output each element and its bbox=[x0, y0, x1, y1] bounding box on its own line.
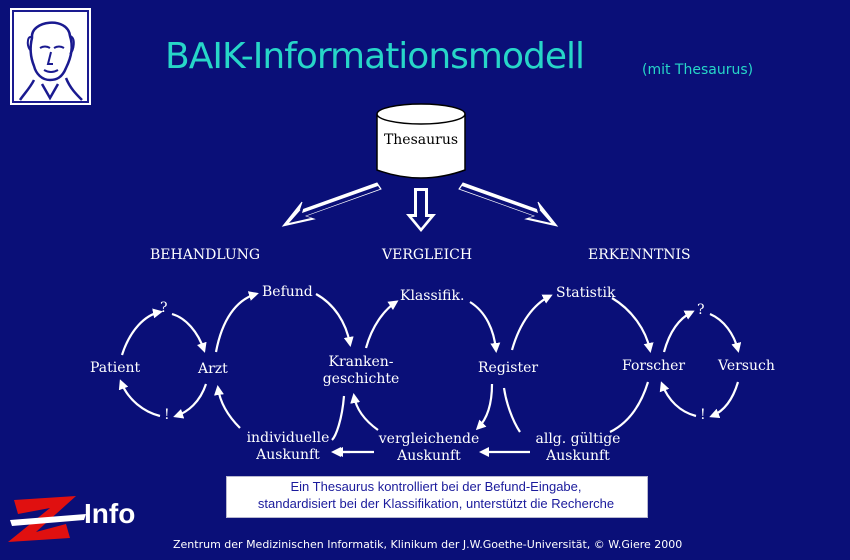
node-vergleichende-auskunft: vergleichende Auskunft bbox=[374, 431, 484, 465]
arc-exclamation-right-to-forscher bbox=[659, 381, 697, 418]
arc-register-to-vergleichende bbox=[475, 383, 494, 431]
allg-line2: Auskunft bbox=[546, 448, 610, 464]
question-mark-left: ? bbox=[160, 300, 168, 316]
arc-statistik-to-forscher bbox=[611, 297, 654, 353]
note-text: Ein Thesaurus kontrolliert bei der Befun… bbox=[226, 478, 646, 512]
node-arzt: Arzt bbox=[198, 361, 228, 377]
arc-arzt-to-exclamation bbox=[173, 383, 208, 419]
vergleichende-line2: Auskunft bbox=[397, 448, 461, 464]
node-klassifik: Klassifik. bbox=[400, 288, 465, 304]
category-erkenntnis: ERKENNTNIS bbox=[588, 247, 691, 263]
node-patient: Patient bbox=[90, 360, 141, 376]
arc-versuch-to-exclamation-right bbox=[709, 381, 740, 419]
node-krankengeschichte: Kranken- geschichte bbox=[318, 354, 404, 388]
arc-exclamation-to-patient bbox=[118, 379, 161, 418]
individuelle-line1: individuelle bbox=[246, 430, 330, 446]
portrait-icon bbox=[12, 10, 89, 103]
exclamation-mark-right: ! bbox=[700, 407, 706, 423]
note-line1: Ein Thesaurus kontrolliert bei der Befun… bbox=[290, 479, 582, 494]
arc-patient-to-arzt-top bbox=[120, 308, 163, 356]
arc-register-to-statistik bbox=[510, 294, 553, 351]
category-behandlung: BEHANDLUNG bbox=[150, 247, 261, 263]
thesaurus-arrow-down bbox=[406, 188, 436, 232]
krankengeschichte-line2: geschichte bbox=[322, 371, 400, 387]
arc-krankengeschichte-to-individuelle bbox=[331, 395, 346, 441]
arc-befund-to-krankengeschichte bbox=[315, 293, 354, 347]
page-title: BAIK-Informationsmodell bbox=[165, 36, 585, 77]
goethe-portrait-logo bbox=[10, 8, 91, 105]
vergleichende-line1: vergleichende bbox=[378, 431, 480, 447]
node-allg-gueltige-auskunft: allg. gültige Auskunft bbox=[528, 431, 628, 465]
thesaurus-label: Thesaurus bbox=[383, 132, 459, 148]
allg-line1: allg. gültige bbox=[535, 431, 621, 447]
node-befund: Befund bbox=[262, 284, 313, 300]
arc-individuelle-to-arzt bbox=[214, 385, 241, 429]
exclamation-mark-left: ! bbox=[164, 407, 170, 423]
node-statistik: Statistik bbox=[556, 285, 616, 301]
arc-forscher-to-allg bbox=[609, 381, 650, 433]
arc-krankengeschichte-to-klassifik bbox=[364, 300, 399, 349]
arc-q-right-to-versuch bbox=[709, 312, 742, 353]
zinfo-z-icon bbox=[8, 496, 86, 542]
note-line2: standardisiert bei der Klassifikation, u… bbox=[257, 496, 615, 511]
node-versuch: Versuch bbox=[718, 358, 775, 374]
zinfo-text: Info bbox=[84, 498, 136, 529]
arc-vergleichende-to-krankengeschichte bbox=[350, 393, 379, 431]
arc-q-to-arzt bbox=[171, 312, 207, 353]
thesaurus-database bbox=[376, 103, 466, 179]
arc-klassifik-to-register bbox=[469, 301, 501, 353]
page-subtitle: (mit Thesaurus) bbox=[642, 62, 754, 78]
node-forscher: Forscher bbox=[622, 358, 686, 374]
arc-forscher-to-q-right bbox=[662, 310, 695, 353]
thesaurus-arrow-left bbox=[281, 182, 382, 227]
category-vergleich: VERGLEICH bbox=[382, 247, 473, 263]
node-individuelle-auskunft: individuelle Auskunft bbox=[240, 430, 336, 464]
arc-allg-to-register bbox=[502, 387, 521, 433]
footer-credit: Zentrum der Medizinischen Informatik, Kl… bbox=[173, 538, 683, 551]
thesaurus-arrow-right bbox=[458, 182, 559, 227]
individuelle-line2: Auskunft bbox=[256, 447, 320, 463]
node-register: Register bbox=[478, 360, 539, 376]
question-mark-right: ? bbox=[697, 302, 705, 318]
note-box bbox=[226, 476, 648, 518]
krankengeschichte-line1: Kranken- bbox=[328, 354, 394, 370]
arc-arzt-to-befund bbox=[214, 291, 259, 353]
zinfo-logo: Info bbox=[6, 494, 156, 544]
